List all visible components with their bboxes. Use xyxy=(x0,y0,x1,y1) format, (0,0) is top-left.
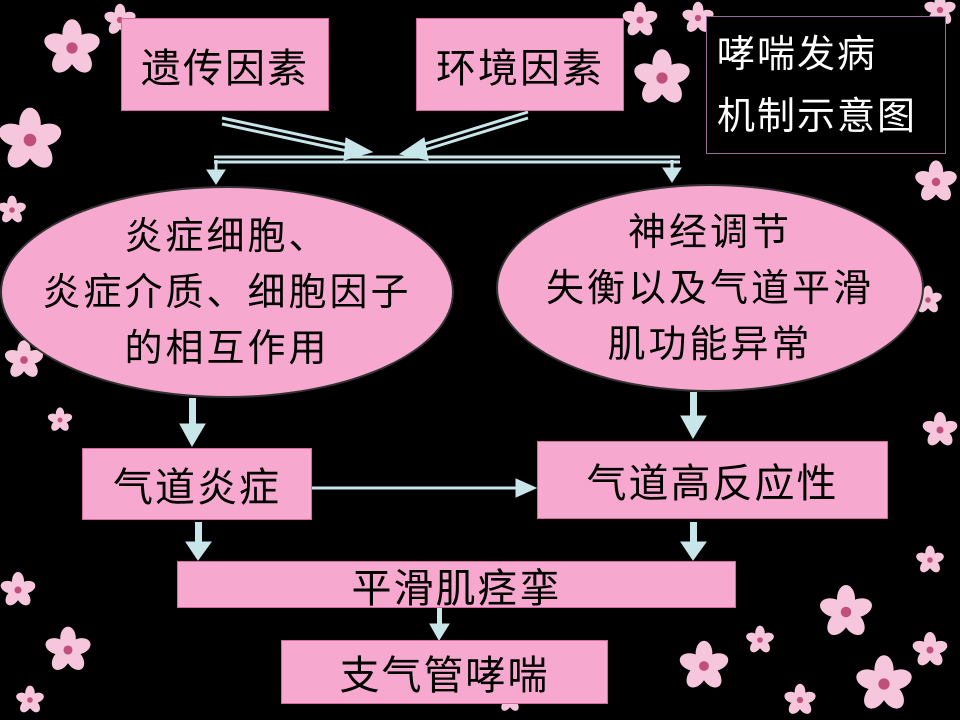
environment-factor-box: 环境因素 xyxy=(416,18,624,111)
ellipse-line: 炎症细胞、 xyxy=(124,214,330,258)
ellipse-line: 的相互作用 xyxy=(124,326,330,370)
airway-inflammation-label: 气道炎症 xyxy=(113,465,281,511)
inflammation-interaction-ellipse: 炎症细胞、 炎症介质、细胞因子 的相互作用 xyxy=(0,186,454,398)
bronchial-asthma-label: 支气管哮喘 xyxy=(339,653,550,699)
bronchial-asthma-box: 支气管哮喘 xyxy=(281,640,608,704)
arrow-inflammation-to-spasm xyxy=(185,522,212,561)
smooth-muscle-spasm-label: 平滑肌痉挛 xyxy=(351,565,562,612)
arrow-hyperresponsiveness-to-spasm xyxy=(680,522,707,561)
arrow-to-inflammation-ellipse xyxy=(206,160,226,185)
arrow-genetic-to-junction xyxy=(221,116,374,161)
genetic-factor-box: 遗传因素 xyxy=(121,18,329,111)
airway-hyperresponsiveness-label: 气道高反应性 xyxy=(586,461,839,507)
diagram-title-line2: 机制示意图 xyxy=(717,94,918,138)
ellipse-line: 神经调节 xyxy=(627,210,792,254)
airway-inflammation-box: 气道炎症 xyxy=(82,448,312,520)
split-bar xyxy=(214,155,680,164)
diagram-title-box: 哮喘发病 机制示意图 xyxy=(706,16,946,154)
arrow-to-airway-inflammation xyxy=(179,398,206,448)
arrow-to-neural-ellipse xyxy=(662,160,682,183)
arrow-spasm-to-asthma xyxy=(429,608,450,641)
arrow-to-hyperresponsiveness xyxy=(680,392,707,440)
ellipse-line: 炎症介质、细胞因子 xyxy=(42,270,412,314)
genetic-factor-label: 遗传因素 xyxy=(141,45,309,92)
arrow-environment-to-junction xyxy=(398,110,529,161)
environment-factor-label: 环境因素 xyxy=(436,45,604,92)
diagram-title-line1: 哮喘发病 xyxy=(717,32,878,76)
smooth-muscle-spasm-box: 平滑肌痉挛 xyxy=(177,561,736,612)
ellipse-line: 失衡以及气道平滑 xyxy=(545,266,874,310)
ellipse-line: 肌功能异常 xyxy=(607,322,813,366)
airway-hyperresponsiveness-box: 气道高反应性 xyxy=(537,441,888,519)
arrow-inflammation-to-hyperresponsiveness xyxy=(312,478,538,498)
neural-regulation-ellipse: 神经调节 失衡以及气道平滑 肌功能异常 xyxy=(496,184,924,392)
